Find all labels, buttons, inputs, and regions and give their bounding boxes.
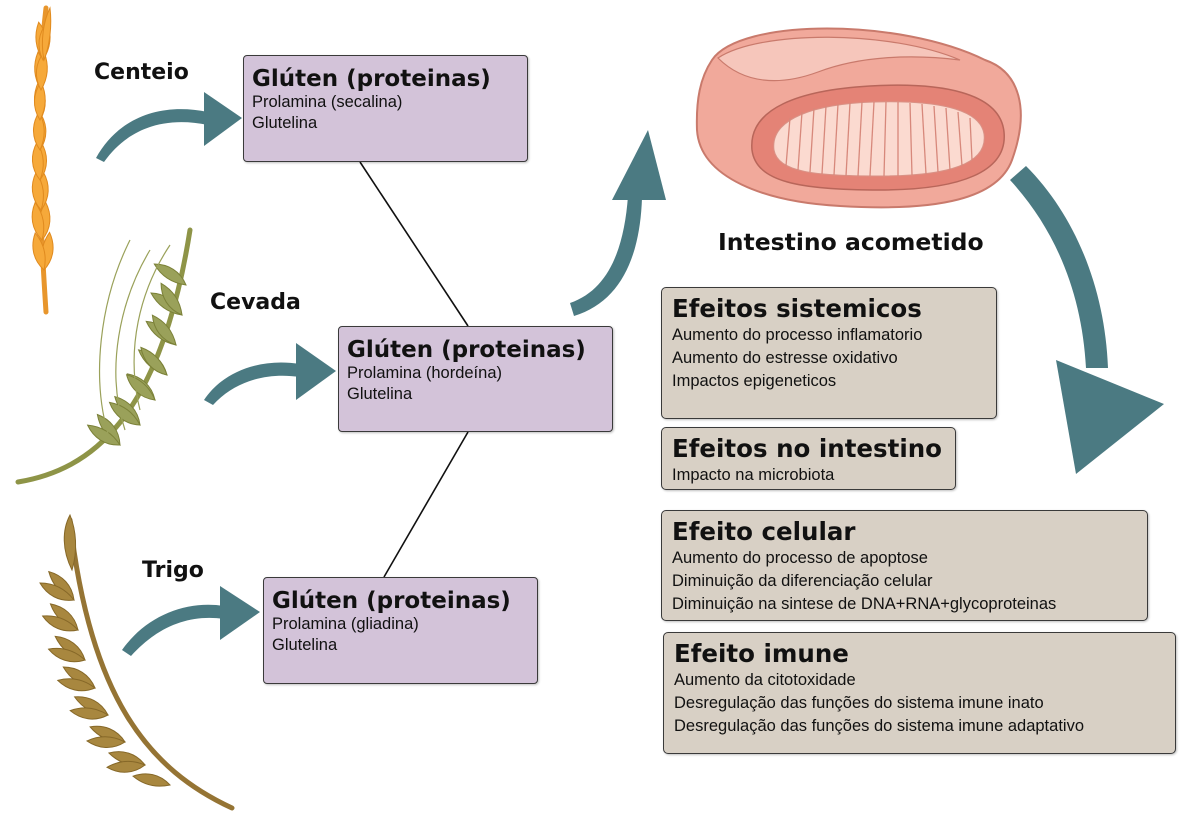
effect-box-imune: Efeito imune Aumento da citotoxidade Des… [663,632,1176,754]
connector-line-top [360,162,468,326]
effect-box-intestino: Efeitos no intestino Impacto na microbio… [661,427,956,490]
intestine-label: Intestino acometido [718,228,984,256]
connector-line-bottom [384,432,468,577]
gluten-box-title: Glúten (proteinas) [272,588,529,614]
grain-label-trigo: Trigo [142,558,204,583]
effect-line: Diminuição na sintese de DNA+RNA+glycopr… [672,593,1137,616]
effect-title: Efeitos no intestino [672,434,945,464]
effect-line: Desregulação das funções do sistema imun… [674,692,1165,715]
arrow-barley-to-gluten [204,343,336,405]
effect-title: Efeito imune [674,639,1165,669]
effect-line: Aumento da citotoxidade [674,669,1165,692]
effect-line: Impacto na microbiota [672,464,945,487]
rye-ear-icon [21,8,64,312]
effect-title: Efeitos sistemicos [672,294,986,324]
gluten-box-cevada: Glúten (proteinas) Prolamina (hordeína) … [338,326,613,432]
effect-line: Aumento do processo inflamatorio [672,324,986,347]
glutelina-text: Glutelina [252,113,519,134]
arrow-intestine-to-effects [1010,166,1164,474]
glutelina-text: Glutelina [347,384,604,405]
prolamina-text: Prolamina (secalina) [252,92,519,113]
effect-line: Aumento do processo de apoptose [672,547,1137,570]
grain-label-cevada: Cevada [210,290,301,315]
prolamina-text: Prolamina (gliadina) [272,614,529,635]
effect-box-sistemicos: Efeitos sistemicos Aumento do processo i… [661,287,997,419]
gluten-box-centeio: Glúten (proteinas) Prolamina (secalina) … [243,55,528,162]
effect-line: Aumento do estresse oxidativo [672,347,986,370]
arrow-gluten-to-intestine [570,130,666,316]
arrow-rye-to-gluten [96,92,242,162]
gluten-box-title: Glúten (proteinas) [252,66,519,92]
effect-line: Desregulação das funções do sistema imun… [674,715,1165,738]
arrow-wheat-to-gluten [122,586,260,656]
effect-box-celular: Efeito celular Aumento do processo de ap… [661,510,1148,621]
gluten-box-trigo: Glúten (proteinas) Prolamina (gliadina) … [263,577,538,684]
intestine-illustration [697,29,1021,208]
effect-line: Impactos epigeneticos [672,370,986,393]
prolamina-text: Prolamina (hordeína) [347,363,604,384]
gluten-box-title: Glúten (proteinas) [347,337,604,363]
effect-title: Efeito celular [672,517,1137,547]
grain-label-centeio: Centeio [94,60,189,85]
effect-line: Diminuição da diferenciação celular [672,570,1137,593]
glutelina-text: Glutelina [272,635,529,656]
